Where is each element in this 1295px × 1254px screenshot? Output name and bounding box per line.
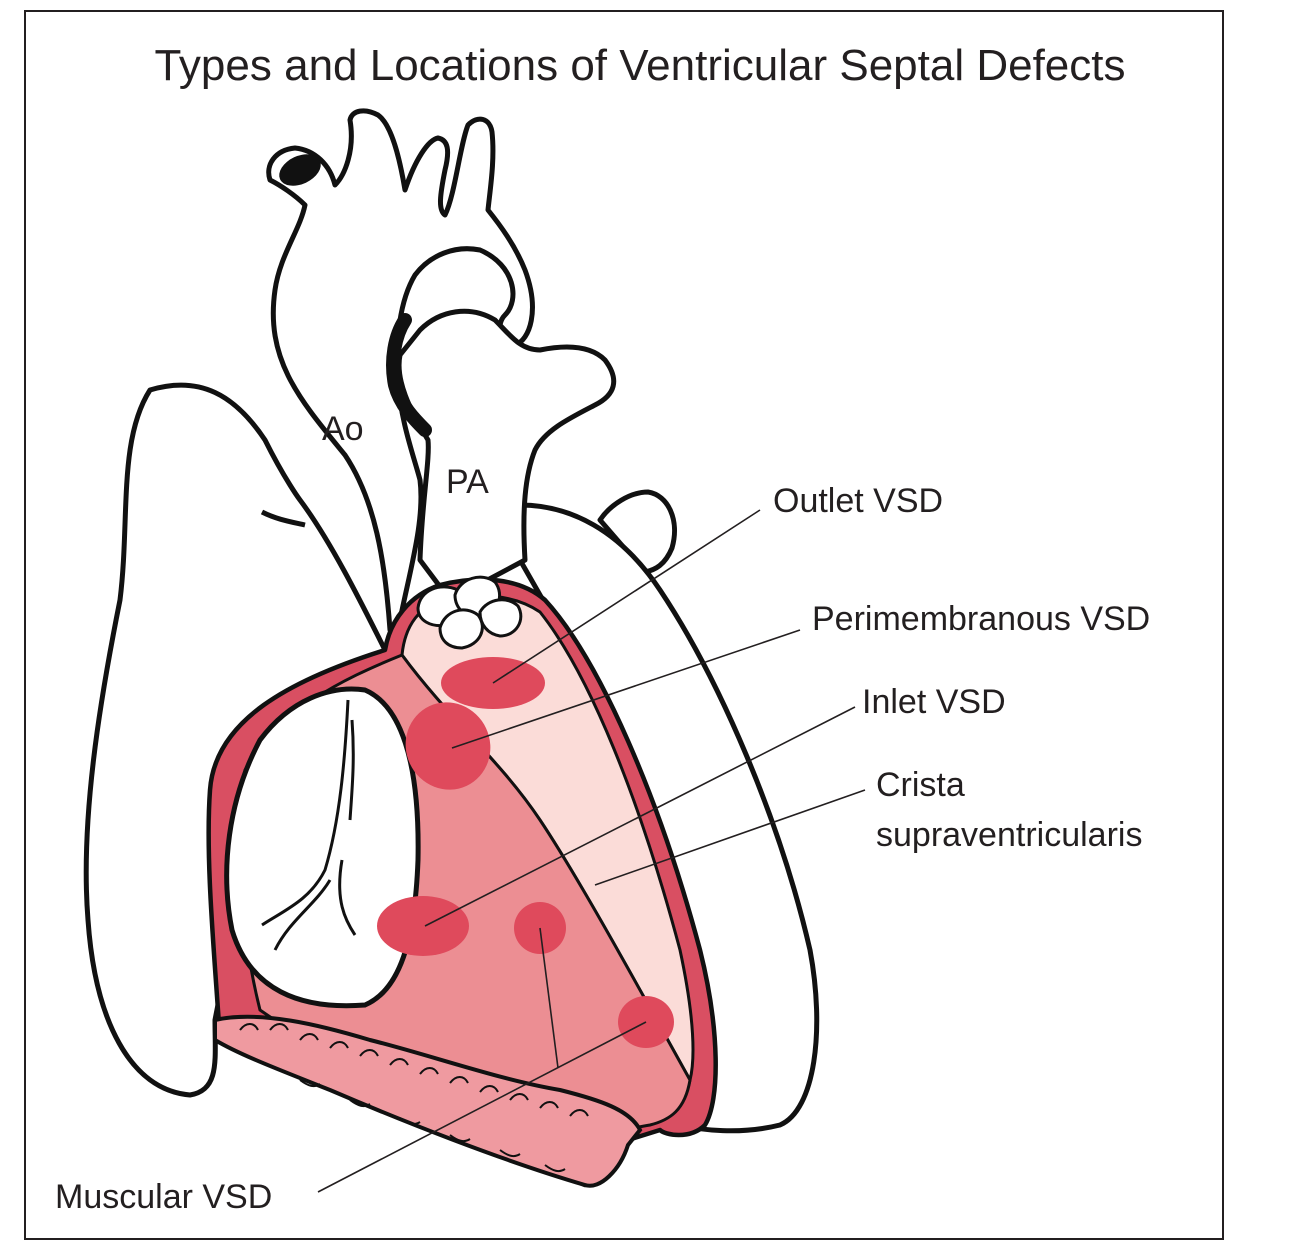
chordae-tendineae (261, 699, 357, 951)
perimembranous-vsd-leader (451, 629, 801, 749)
inlet-vsd-label: Inlet VSD (862, 683, 1006, 721)
aorta-label: Ao (322, 410, 364, 448)
left-atrial-appendage (597, 489, 677, 575)
muscular-vsd-leader-a (317, 1021, 647, 1193)
vessel-opening (279, 154, 321, 186)
atrium-fold (260, 509, 306, 528)
pulmonary-artery-label: PA (446, 463, 489, 501)
left-ventricle (517, 502, 820, 1134)
crista-label-line1: Crista (876, 766, 965, 804)
muscular-vsd-leader-b (539, 927, 559, 1069)
crista-label-line2: supraventricularis (876, 816, 1142, 854)
pulmonary-artery (396, 308, 617, 603)
perimembranous-vsd-label: Perimembranous VSD (812, 600, 1150, 638)
crista-leader (594, 789, 866, 886)
pa-fold (386, 313, 432, 437)
outlet-vsd-label: Outlet VSD (773, 482, 943, 520)
trabecular-ridges (239, 1023, 589, 1173)
tricuspid-valve (224, 686, 421, 1009)
inlet-vsd-spot (377, 896, 469, 956)
aorta (266, 108, 535, 633)
pulmonary-valve (416, 575, 523, 650)
figure-frame (24, 10, 1224, 1240)
inlet-vsd-leader (424, 706, 856, 927)
muscular-vsd-label: Muscular VSD (55, 1178, 272, 1216)
diagram-title: Types and Locations of Ventricular Septa… (154, 41, 1125, 90)
perimembranous-vsd-spot (405, 702, 491, 790)
outlet-vsd-leader (492, 509, 761, 684)
trabecular-fringe (213, 1014, 643, 1188)
